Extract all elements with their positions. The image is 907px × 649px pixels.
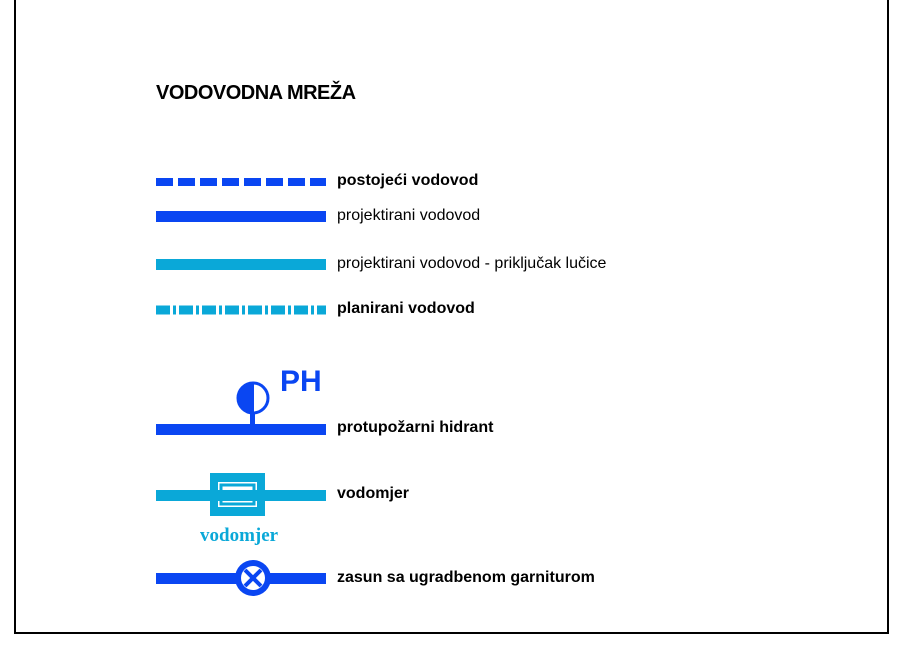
harbor-connection-pipe-symbol — [156, 259, 326, 270]
legend-title: VODOVODNA MREŽA — [156, 82, 356, 104]
water-meter-icon: vodomjer — [156, 473, 326, 546]
legend-label-designed: projektirani vodovod — [337, 207, 481, 224]
water-meter-tag-text: vodomjer — [200, 525, 279, 546]
legend-label-harbor-connection: projektirani vodovod - priključak lučice — [337, 255, 607, 272]
hydrant-ph-text: PH — [280, 365, 322, 398]
legend-label-existing: postojeći vodovod — [337, 172, 479, 189]
legend-label-planned: planirani vodovod — [337, 300, 475, 317]
valve-icon — [156, 560, 326, 596]
designed-pipe-symbol — [156, 211, 326, 222]
legend-label-hydrant: protupožarni hidrant — [337, 419, 494, 436]
drawing-frame — [14, 0, 889, 634]
legend-label-valve: zasun sa ugradbenom garniturom — [337, 569, 595, 586]
hydrant-icon: PH — [156, 365, 326, 435]
legend-label-water-meter: vodomjer — [337, 485, 410, 502]
